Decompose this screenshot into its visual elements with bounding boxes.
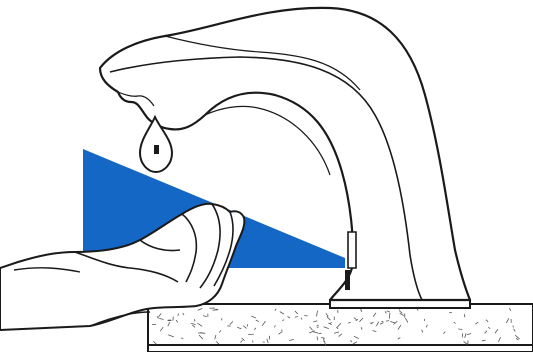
- faucet-base: [330, 300, 470, 308]
- sensor-eye: [345, 270, 350, 290]
- speckle-mark: [181, 338, 183, 339]
- sensor-window: [348, 232, 356, 268]
- countertop: [148, 304, 533, 352]
- speckle-mark: [248, 334, 254, 335]
- speckle-mark: [282, 320, 284, 321]
- speckle-mark: [198, 333, 202, 334]
- speckle-mark: [386, 321, 389, 322]
